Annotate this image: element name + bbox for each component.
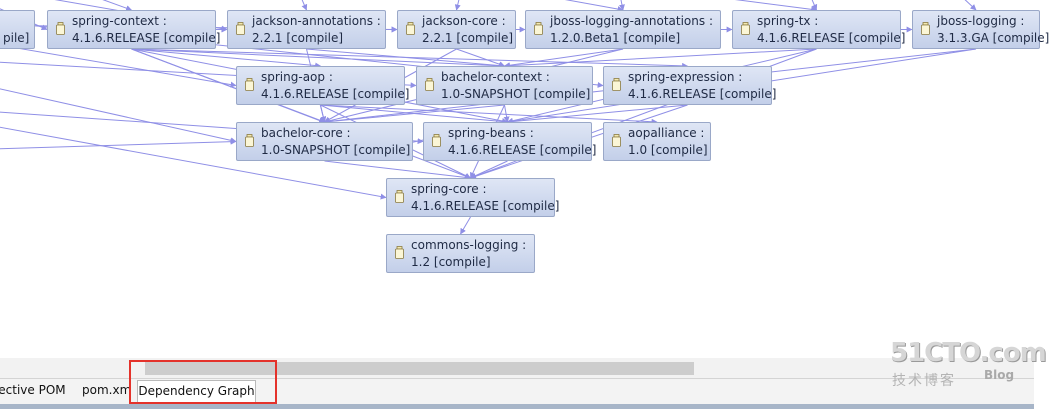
graph-node-jboss-logging[interactable]: jboss-logging : 3.1.3.GA [compile] (912, 10, 1049, 49)
jar-icon (236, 22, 245, 35)
dependency-edge-n3-n7 (503, 48, 624, 69)
graph-node-commons-logging[interactable]: commons-logging : 1.2 [compile] (386, 234, 535, 273)
graph-node-spring-expression[interactable]: spring-expression : 4.1.6.RELEASE [compi… (603, 66, 776, 105)
dependency-edge-offscreen-8 (0, 138, 237, 150)
node-version: 1.0-SNAPSHOT [compile] (261, 143, 411, 157)
dependency-edge-n7-n9 (323, 104, 505, 125)
jar-icon (395, 190, 404, 203)
node-version: 4.1.6.RELEASE [compile] (411, 199, 560, 213)
dependency-edge-top-6 (564, 0, 624, 12)
dependency-edge-n8-n10 (506, 104, 688, 125)
node-version: 3.1.3.GA [compile] (937, 31, 1049, 45)
graph-node-aopalliance[interactable]: aopalliance : 1.0 [compile] (603, 122, 711, 161)
graph-node-spring-beans[interactable]: spring-beans : 4.1.6.RELEASE [compile] (423, 122, 596, 161)
node-version: 1.2 [compile] (411, 255, 491, 269)
tab-pom-xml[interactable]: pom.xm (82, 383, 132, 397)
node-name: jackson-annotations : (252, 14, 381, 28)
dependency-edge-top-4 (811, 0, 818, 11)
node-version: 1.0 [compile] (628, 143, 708, 157)
jar-icon (921, 22, 930, 35)
jar-icon (425, 78, 434, 91)
graph-node-bachelor-context[interactable]: bachelor-context : 1.0-SNAPSHOT [compile… (416, 66, 593, 105)
graph-node-partial[interactable]: pile] (0, 10, 35, 49)
dependency-graph-canvas[interactable]: pile] spring-context : 4.1.6.RELEASE [co… (0, 0, 1049, 358)
dependency-edge-n4-n7 (503, 48, 817, 69)
node-name: spring-context : (72, 14, 167, 28)
jar-icon (432, 134, 441, 147)
dependency-edge-n0-n6 (131, 48, 322, 69)
node-name: spring-core : (411, 182, 487, 196)
dependency-edge-top-7 (734, 0, 818, 13)
editor-tab-bar: ffective POM pom.xm Dependency Graph (0, 378, 1034, 404)
dependency-edge-n6-n11 (320, 104, 658, 125)
node-name: bachelor-context : (441, 70, 550, 84)
graph-node-jackson-core[interactable]: jackson-core : 2.2.1 [compile] (397, 10, 516, 49)
bottom-border-strip (0, 404, 1034, 409)
graph-node-jackson-annotations[interactable]: jackson-annotations : 2.2.1 [compile] (227, 10, 386, 49)
jar-icon (395, 246, 404, 259)
node-name: spring-aop : (261, 70, 333, 84)
dependency-edge-top-3 (618, 0, 625, 11)
node-version: 4.1.6.RELEASE [compile] (757, 31, 906, 45)
jar-icon (741, 22, 750, 35)
dependency-edge-n2-n7 (456, 48, 506, 68)
graph-node-bachelor-core[interactable]: bachelor-core : 1.0-SNAPSHOT [compile] (236, 122, 413, 161)
node-name: jboss-logging : (937, 14, 1025, 28)
node-version: pile] (3, 31, 30, 45)
jar-icon (245, 78, 254, 91)
node-name: spring-expression : (628, 70, 743, 84)
dependency-edge-n6-n9 (320, 104, 327, 123)
tab-effective-pom[interactable]: ffective POM (0, 383, 66, 397)
tab-dependency-graph[interactable]: Dependency Graph (137, 380, 256, 402)
node-version: 2.2.1 [compile] (422, 31, 514, 45)
graph-node-spring-core[interactable]: spring-core : 4.1.6.RELEASE [compile] (386, 178, 559, 217)
node-version: 4.1.6.RELEASE [compile] (628, 87, 777, 101)
node-version: 1.2.0.Beta1 [compile] (550, 31, 681, 45)
node-name: spring-tx : (757, 14, 819, 28)
dependency-edge-offscreen-4 (0, 126, 387, 200)
node-version: 4.1.6.RELEASE [compile] (72, 31, 221, 45)
dependency-edge-n7-n10 (503, 104, 510, 123)
jar-icon (406, 22, 415, 35)
node-name: jboss-logging-annotations : (550, 14, 713, 28)
dependency-edge-n10-n12 (469, 160, 508, 179)
graph-node-jboss-logging-annotations[interactable]: jboss-logging-annotations : 1.2.0.Beta1 … (525, 10, 721, 49)
dependency-edge-n0-n12 (131, 48, 472, 179)
scrollbar-thumb[interactable] (145, 362, 694, 375)
graph-node-spring-context[interactable]: spring-context : 4.1.6.RELEASE [compile] (47, 10, 220, 49)
node-name: spring-beans : (448, 126, 534, 140)
dependency-edge-top-1 (301, 0, 308, 11)
node-name: jackson-core : (422, 14, 506, 28)
node-version: 2.2.1 [compile] (252, 31, 344, 45)
node-name: aopalliance : (628, 126, 705, 140)
dependency-edge-offscreen-3 (0, 88, 237, 144)
node-name: commons-logging : (411, 238, 527, 252)
horizontal-scrollbar[interactable] (0, 358, 1034, 378)
dependency-edge-top-5 (964, 0, 977, 11)
dependency-edge-n1-n7 (306, 48, 506, 69)
graph-node-spring-aop[interactable]: spring-aop : 4.1.6.RELEASE [compile] (236, 66, 409, 105)
node-version: 4.1.6.RELEASE [compile] (448, 143, 597, 157)
dependency-edge-n12-n13 (460, 216, 471, 235)
dependency-edge-n9-n12 (324, 160, 472, 181)
jar-icon (245, 134, 254, 147)
dependency-edge-n0-n7 (131, 48, 506, 69)
jar-icon (534, 22, 543, 35)
node-version: 4.1.6.RELEASE [compile] (261, 87, 410, 101)
jar-icon (56, 22, 65, 35)
dependency-edge-top-2 (454, 0, 461, 11)
jar-icon (612, 134, 621, 147)
graph-node-spring-tx[interactable]: spring-tx : 4.1.6.RELEASE [compile] (732, 10, 905, 49)
node-name: bachelor-core : (261, 126, 351, 140)
node-version: 1.0-SNAPSHOT [compile] (441, 87, 591, 101)
dependency-edge-top-0 (102, 0, 133, 11)
jar-icon (612, 78, 621, 91)
